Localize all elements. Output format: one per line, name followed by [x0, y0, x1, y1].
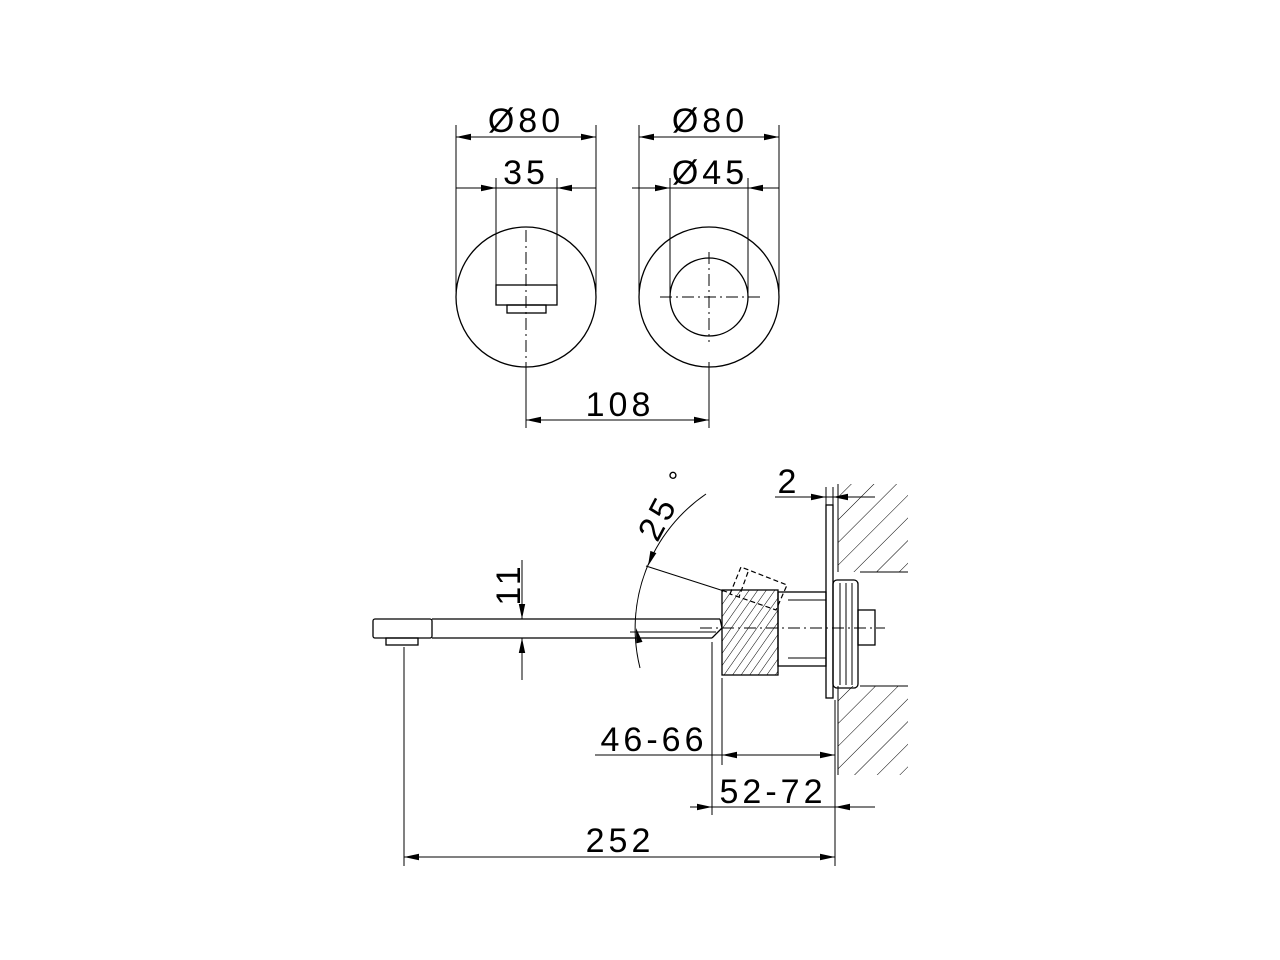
arrowhead — [748, 184, 763, 192]
handle-cover-plate: Ø80 Ø45 — [632, 102, 780, 368]
wall-upper-hatch — [838, 484, 908, 572]
arrowhead — [655, 184, 670, 192]
projection-dimensions: 46-66 52-72 252 — [403, 642, 875, 866]
arrowhead — [722, 751, 737, 759]
arrowhead — [648, 550, 657, 566]
spout — [372, 618, 723, 646]
arrowhead — [456, 133, 471, 141]
rotated-handle-outline — [738, 571, 749, 598]
arrowhead — [481, 184, 496, 192]
angle-degree-symbol: ° — [668, 466, 678, 496]
side-view: 2 25 ° 11 46-66 52-72 252 — [372, 133, 908, 866]
arrowhead — [518, 638, 526, 653]
cover-plate-side — [825, 504, 834, 699]
wall-section — [837, 484, 908, 775]
rotated-handle-outline — [729, 566, 788, 611]
knurled-knob — [721, 589, 779, 676]
spout-width-label: 35 — [503, 154, 549, 192]
arrowhead — [526, 416, 541, 424]
angle-arc — [634, 493, 707, 669]
handle-plate-diameter-label: Ø80 — [672, 102, 748, 140]
arrowhead — [581, 133, 596, 141]
center-spacing-label: 108 — [586, 386, 655, 424]
angle-reference-line — [645, 565, 728, 593]
arrowhead — [557, 184, 572, 192]
overall-length-label: 252 — [586, 822, 655, 860]
arrowhead — [697, 803, 712, 811]
arrowhead — [764, 133, 779, 141]
spout-height-label: 11 — [490, 562, 528, 605]
dimension-arrowheads — [404, 133, 850, 861]
arrowhead — [833, 493, 848, 501]
projection-max-label: 52-72 — [720, 773, 827, 811]
outlet-cover-plate: Ø80 35 — [455, 102, 597, 368]
wall-lower-hatch — [838, 686, 908, 775]
arrowhead — [811, 493, 826, 501]
spout-aerator — [385, 637, 419, 646]
arrowhead — [404, 853, 419, 861]
knob-diameter-label: Ø45 — [672, 154, 748, 192]
mixer-handle — [721, 566, 827, 676]
angle-label: 25 — [631, 489, 686, 547]
outlet-diameter-label: Ø80 — [488, 102, 564, 140]
handle-body-housing — [777, 591, 827, 667]
arrowhead — [820, 751, 835, 759]
spout-height-dimension: 11 — [490, 560, 528, 680]
arrowhead — [820, 853, 835, 861]
plate-thickness-label: 2 — [778, 463, 801, 501]
arrowhead — [518, 604, 526, 619]
arrowhead — [636, 628, 643, 644]
front-view: Ø80 35 Ø80 Ø45 108 — [455, 102, 780, 428]
projection-min-label: 46-66 — [601, 721, 708, 759]
center-spacing-dimension: 108 — [525, 362, 710, 428]
arrowhead — [835, 803, 850, 811]
spout-tip — [372, 618, 433, 639]
arrowhead — [694, 416, 709, 424]
arrowhead — [639, 133, 654, 141]
